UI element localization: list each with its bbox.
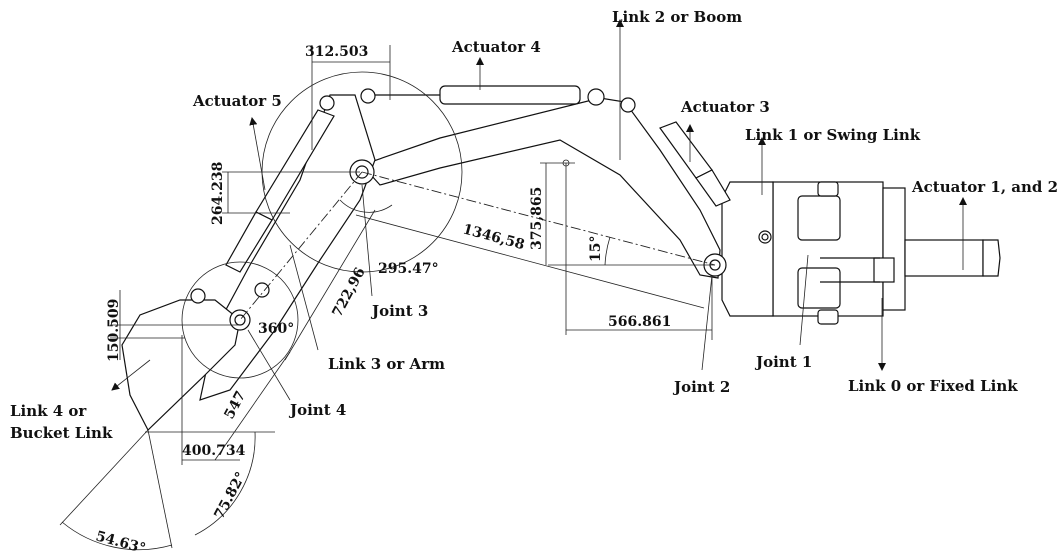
dim-75-text: 75.82°: [211, 469, 249, 521]
dim-312-text: 312.503: [305, 44, 368, 60]
dim-1346-text: 1346,58: [461, 221, 526, 253]
label-joint4: Joint 4: [288, 401, 346, 419]
arm-centerline: [239, 171, 363, 321]
label-joint1: Joint 1: [754, 353, 812, 371]
dim-150-text: 150.509: [106, 299, 122, 362]
leaders: [111, 19, 967, 401]
dim-360-text: 360°: [258, 321, 294, 337]
label-link4-line2: Bucket Link: [10, 424, 113, 442]
label-joint3: Joint 3: [370, 302, 428, 320]
label-actuator12: Actuator 1, and 2: [911, 178, 1058, 196]
dim-295-text: 295.47°: [378, 261, 439, 277]
dimension-400: 400.734: [145, 335, 275, 465]
dimension-295deg: 295.47°: [339, 199, 439, 277]
bucket-swing-circle: [181, 261, 299, 379]
dimension-150: 150.509: [106, 290, 240, 362]
swing-link: [721, 181, 774, 317]
actuator-5: [225, 109, 335, 298]
dimension-566: 566.861: [566, 275, 713, 340]
dimension-360deg: 360°: [258, 321, 294, 337]
dim-15-text: 15°: [588, 236, 604, 262]
dim-566-text: 566.861: [608, 314, 671, 330]
dimension-264: 264.238: [210, 162, 360, 225]
dim-400-text: 400.734: [182, 443, 246, 459]
label-actuator4: Actuator 4: [451, 38, 541, 56]
fixed-base: [772, 181, 1001, 325]
label-link0: Link 0 or Fixed Link: [848, 377, 1018, 395]
dim-264-text: 264.238: [210, 162, 226, 225]
label-link1: Link 1 or Swing Link: [745, 126, 921, 144]
label-link4-line1: Link 4 or: [10, 402, 87, 420]
label-actuator5: Actuator 5: [192, 92, 282, 110]
dim-722-text: 722,96: [329, 265, 368, 320]
label-joint2: Joint 2: [672, 378, 730, 396]
dimension-54deg: 54.63°: [59, 429, 173, 557]
dim-54-text: 54.63°: [94, 528, 147, 557]
dimension-375: 375,865: [529, 159, 575, 335]
actuator-4: [360, 85, 605, 106]
label-link2: Link 2 or Boom: [612, 8, 742, 26]
dimension-15deg: 15°: [588, 236, 611, 266]
dimension-312: 312.503: [305, 44, 391, 150]
bucket-link: [121, 288, 251, 431]
boom-centerline: [361, 171, 716, 266]
label-link3: Link 3 or Arm: [328, 355, 445, 373]
actuator-3: [659, 121, 731, 207]
dim-375-text: 375,865: [529, 187, 545, 250]
label-actuator3: Actuator 3: [680, 98, 770, 116]
